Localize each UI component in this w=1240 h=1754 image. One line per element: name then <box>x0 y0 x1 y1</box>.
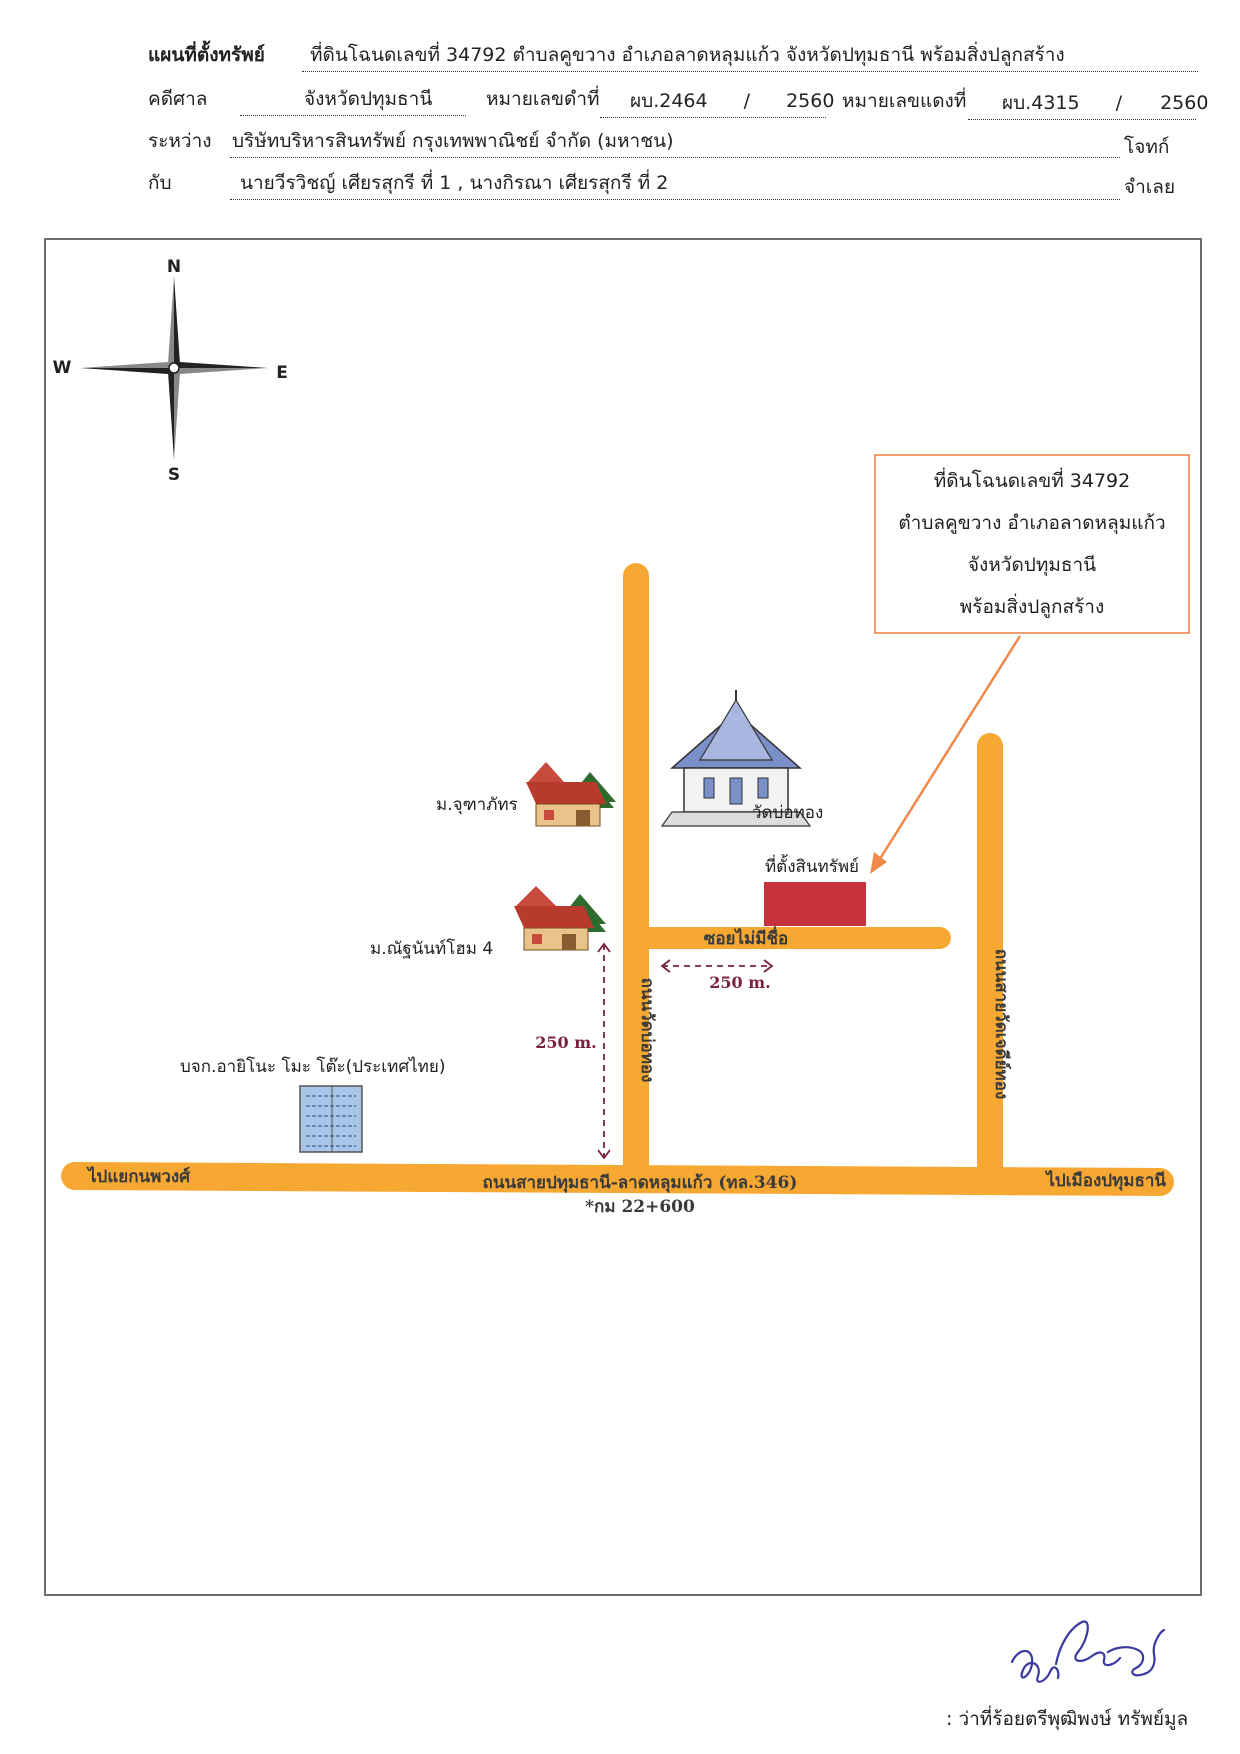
court-label: คดีศาล <box>148 88 208 110</box>
between-label: ระหว่าง <box>148 130 212 152</box>
red-case-label: หมายเลขแดงที่ <box>842 90 967 112</box>
road-wat-bothong-label: ถนนวัดบ่อทอง <box>637 978 657 1083</box>
property-callout: ที่ดินโฉนดเลขที่ 34792 ตำบลคูขวาง อำเภอล… <box>874 454 1190 634</box>
black-case-year: 2560 <box>786 90 835 112</box>
black-case-label: หมายเลขดำที่ <box>486 88 600 110</box>
distance-vertical-marker <box>597 942 611 1160</box>
distance-horizontal-marker <box>660 959 774 973</box>
dist-horizontal-label: 250 m. <box>709 973 770 992</box>
compass-north: N <box>167 257 181 277</box>
property-plot <box>764 882 866 926</box>
title-label: แผนที่ตั้งทรัพย์ <box>148 44 265 66</box>
road-right-label: ถนนสายวัดเจดีย์ทอง <box>991 949 1012 1100</box>
compass-south: S <box>168 465 180 485</box>
property-label: ที่ตั้งสินทรัพย์ <box>765 854 859 877</box>
to-left-label: ไปแยกนพวงศ์ <box>86 1166 191 1187</box>
red-case-year: 2560 <box>1160 92 1209 114</box>
with-label: กับ <box>148 172 172 194</box>
temple-label: วัดบ่อทอง <box>752 803 823 823</box>
defendant-names: นายวีรวิชญ์ เศียรสุกรี ที่ 1 , นางกิรณา … <box>240 172 669 194</box>
signatory-title: : ว่าที่ร้อยตรีพุฒิพงษ์ ทรัพย์มูล <box>946 1708 1189 1730</box>
main-road-label: ถนนสายปทุมธานี-ลาดหลุมแก้ว (ทล.346) <box>483 1172 798 1193</box>
plaintiff-field: บริษัทบริหารสินทรัพย์ กรุงเทพพาณิชย์ จำก… <box>230 126 1120 158</box>
red-case-sep: / <box>1115 92 1123 114</box>
village1-label: ม.จุฑาภัทร <box>436 795 518 815</box>
plaintiff-role: โจทก์ <box>1124 136 1170 158</box>
callout-arrow <box>876 635 1022 863</box>
house-icon <box>526 762 616 827</box>
map-frame <box>44 238 1202 1596</box>
callout-line-4: พร้อมสิ่งปลูกสร้าง <box>959 596 1105 618</box>
black-case-sep: / <box>743 90 751 112</box>
km-marker-label: *กม 22+600 <box>585 1197 695 1217</box>
temple-icon <box>660 690 812 827</box>
defendant-role: จำเลย <box>1124 176 1176 198</box>
plaintiff-name: บริษัทบริหารสินทรัพย์ กรุงเทพพาณิชย์ จำก… <box>232 130 674 152</box>
title-value-field: ที่ดินโฉนดเลขที่ 34792 ตำบลคูขวาง อำเภอล… <box>302 40 1198 72</box>
company-label: บจก.อายิโนะ โมะ โต๊ะ(ประเทศไทย) <box>180 1056 445 1077</box>
callout-line-2: ตำบลคูขวาง อำเภอลาดหลุมแก้ว <box>898 512 1166 534</box>
compass-west: W <box>53 358 72 378</box>
title-value: ที่ดินโฉนดเลขที่ 34792 ตำบลคูขวาง อำเภอล… <box>310 44 1065 66</box>
court-field: จังหวัดปทุมธานี <box>240 84 466 116</box>
signature-image <box>1010 1620 1166 1683</box>
soi-label: ซอยไม่มีชื่อ <box>704 926 788 949</box>
village2-label: ม.ณัฐนันท์โฮม 4 <box>370 938 493 959</box>
black-case-field: ผบ.2464 / 2560 <box>600 86 834 118</box>
callout-line-1: ที่ดินโฉนดเลขที่ 34792 <box>933 470 1131 492</box>
red-case-field: ผบ.4315 / 2560 <box>968 88 1208 120</box>
red-case-no: ผบ.4315 <box>1002 92 1080 114</box>
court-value: จังหวัดปทุมธานี <box>304 88 433 110</box>
compass-rose-icon <box>80 276 268 460</box>
defendant-field: นายวีรวิชญ์ เศียรสุกรี ที่ 1 , นางกิรณา … <box>230 168 1120 200</box>
dist-vertical-label: 250 m. <box>535 1033 596 1052</box>
compass-east: E <box>276 363 288 383</box>
house-icon <box>514 886 606 951</box>
building-icon <box>299 1085 363 1153</box>
black-case-no: ผบ.2464 <box>630 90 708 112</box>
arrow-head-icon <box>870 852 887 874</box>
to-right-label: ไปเมืองปทุมธานี <box>1044 1170 1166 1191</box>
callout-line-3: จังหวัดปทุมธานี <box>967 554 1097 576</box>
